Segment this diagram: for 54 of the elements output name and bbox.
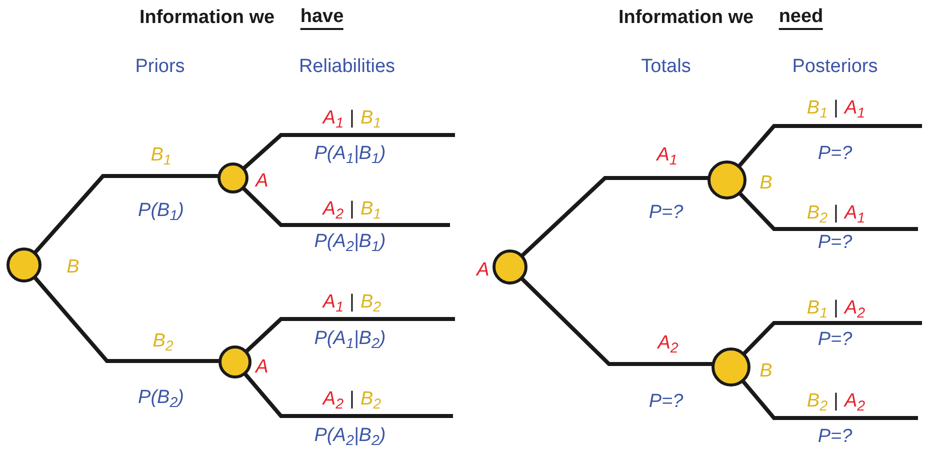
probability-label: P(A$_{2}$|B$_{1}$) [314,230,386,256]
variable-label: A [256,172,268,190]
branch-line [520,176,711,258]
branch-line [737,124,922,168]
probability-label: P(A$_{1}$|B$_{2}$) [314,326,386,354]
heading: Information we [618,6,754,30]
probability-label: P(A$_{2}$|B$_{2}$) [314,424,386,450]
column-header: Priors [135,54,185,79]
branch-label: B$_{2}$ | A$_{1}$ [806,204,866,222]
underlined-heading: need [778,6,824,30]
probability-label: P=? [818,230,852,255]
chance-node-circle [217,162,249,194]
branch-line [738,192,918,231]
branch-line [242,186,450,227]
branch-label: A$_{2}$ [658,334,678,352]
branch-label: A$_{1}$ [656,146,678,164]
branch-label: B$_{1}$ | A$_{2}$ [806,298,866,318]
chance-node-circle [711,347,751,387]
branch-line [244,317,455,354]
underlined-heading: have [300,6,344,30]
branch-line [242,133,455,170]
chance-node-circle [6,247,42,283]
variable-label: A [476,260,490,280]
probability-label: P(B$_{1}$) [138,198,184,226]
chance-node-circle [707,160,747,200]
variable-label: B [760,362,772,380]
chance-node-circle [218,345,252,379]
probability-label: P=? [818,424,852,449]
variable-label: A [256,358,268,376]
branch-line [33,174,221,254]
branch-label: B$_{2}$ [152,332,174,350]
branch-label: A$_{2}$ | B$_{2}$ [322,390,382,408]
probability-label: P=? [648,200,684,225]
branch-line [741,379,918,420]
branch-label: B$_{1}$ | A$_{1}$ [806,98,866,118]
branch-line [742,321,922,356]
column-header: Reliabilities [298,54,396,79]
branch-label: A$_{1}$ | B$_{1}$ [322,108,382,128]
branch-label: B$_{1}$ [150,146,172,164]
chance-node-circle [492,249,528,285]
branch-line [243,372,453,418]
column-header: Posteriors [792,54,878,79]
branch-label: B$_{2}$ | A$_{2}$ [806,392,866,410]
column-header: Totals [641,54,691,79]
variable-label: B [760,174,772,192]
probability-label: P(B$_{2}$) [138,386,184,412]
heading: Information we [139,6,275,30]
probability-label: P(A$_{1}$|B$_{1}$) [314,142,386,168]
variable-label: B [66,258,80,276]
probability-label: P=? [818,328,852,352]
probability-label: P=? [648,390,684,414]
probability-label: P=? [818,142,852,166]
branch-label: A$_{1}$ | B$_{2}$ [322,292,382,312]
branch-label: A$_{2}$ | B$_{1}$ [322,200,382,218]
